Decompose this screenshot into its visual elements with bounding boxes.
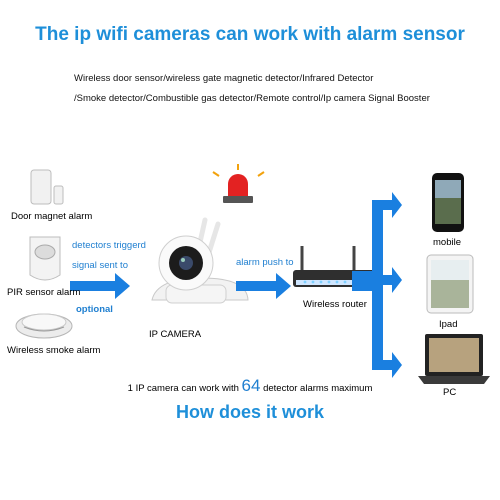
mobile-label: mobile	[433, 237, 461, 248]
arrow-sensors-to-camera	[70, 273, 130, 299]
arrow-camera-to-router	[236, 273, 291, 299]
pir-sensor-label: PIR sensor alarm	[7, 287, 81, 298]
detectors-label-line-2: signal sent to	[72, 260, 128, 271]
max-text-after: detector alarms maximum	[263, 383, 373, 394]
optional-label: optional	[76, 304, 113, 315]
door-sensor-icon	[30, 169, 64, 205]
router-label: Wireless router	[303, 299, 367, 310]
description-line-1: Wireless door sensor/wireless gate magne…	[74, 73, 374, 84]
ipad-icon	[426, 254, 474, 314]
alarm-siren-icon	[212, 164, 265, 203]
max-number: 64	[241, 376, 261, 395]
pir-sensor-icon	[29, 236, 61, 281]
alarm-push-label: alarm push to	[236, 257, 294, 268]
max-text-before: 1 IP camera can work with	[127, 383, 239, 394]
pc-laptop-icon	[418, 334, 490, 384]
ip-camera-label: IP CAMERA	[149, 329, 202, 340]
max-detectors-text: 1 IP camera can work with 64 detector al…	[0, 376, 500, 396]
ip-camera-icon	[151, 217, 249, 304]
detectors-label-line-1: detectors triggerd	[72, 240, 146, 251]
smoke-detector-icon	[15, 313, 73, 339]
footer-heading: How does it work	[175, 402, 325, 422]
ipad-label: Ipad	[439, 319, 458, 330]
description-line-2: /Smoke detector/Combustible gas detector…	[74, 93, 430, 104]
door-sensor-label: Door magnet alarm	[11, 211, 93, 222]
mobile-phone-icon	[432, 173, 464, 232]
page-title: The ip wifi cameras can work with alarm …	[35, 24, 465, 45]
smoke-detector-label: Wireless smoke alarm	[7, 345, 101, 356]
pc-label: PC	[443, 387, 457, 398]
branch-arrow-to-devices	[352, 192, 402, 378]
